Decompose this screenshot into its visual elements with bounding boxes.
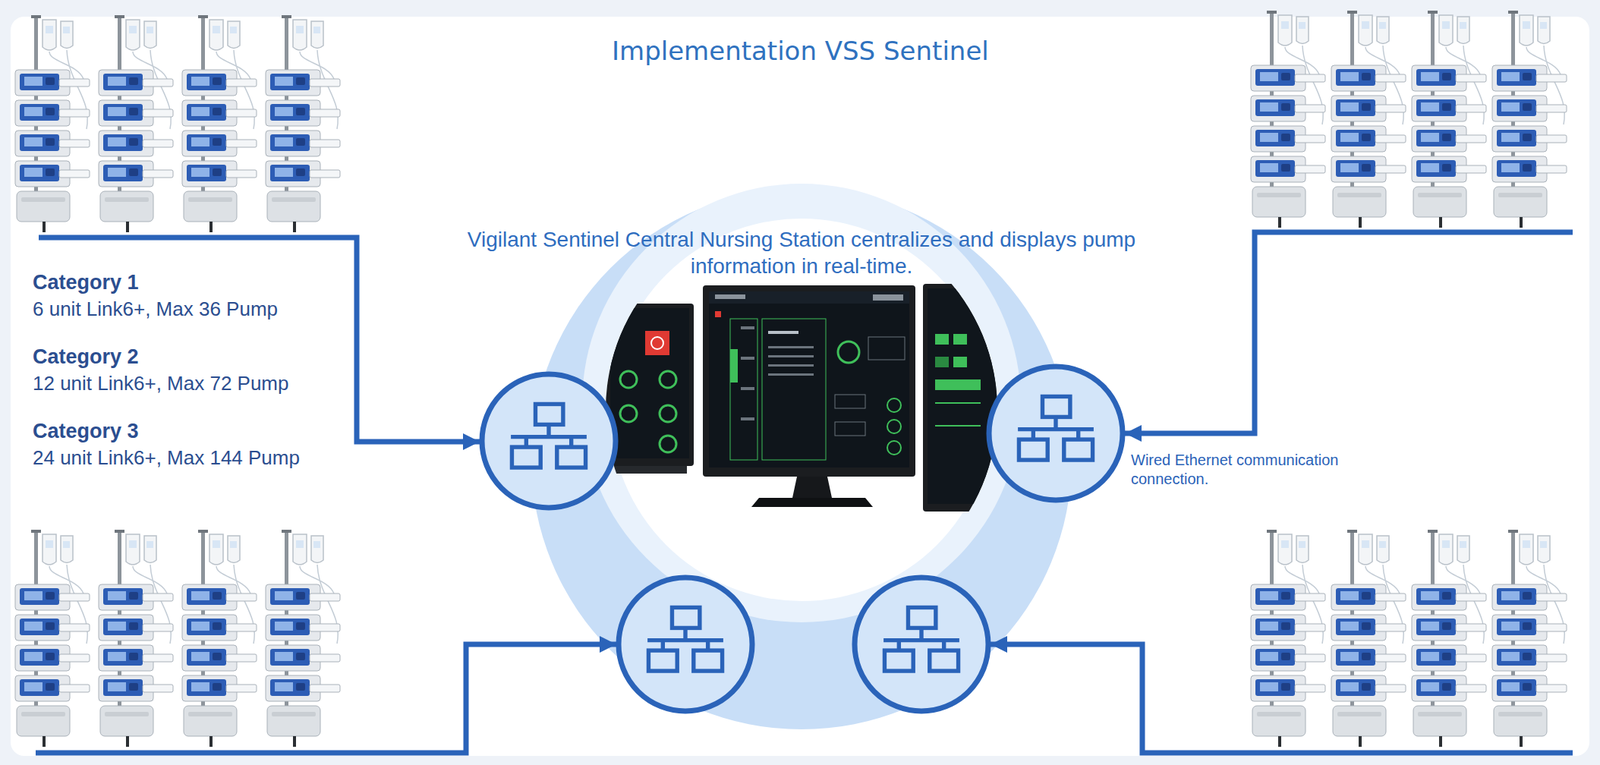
monitor [714,311,722,318]
monitor [702,285,916,477]
monitor [935,402,981,404]
monitor [740,326,755,330]
monitor [953,333,967,345]
network-switch [647,607,724,671]
network-switch [481,374,616,508]
monitor [714,294,746,300]
pump-group [98,529,174,747]
pump-group [1411,529,1487,747]
pump-group [1331,529,1406,747]
category-spec: 12 unit Link6+, Max 72 Pump [32,371,289,397]
monitor [740,387,755,391]
pump-group [15,529,341,747]
pump-group [265,529,341,747]
pump-group [15,15,341,233]
category-heading: Category 2 [32,344,139,371]
pump-group [1250,529,1326,747]
monitor-group [605,283,1007,512]
network-switch [988,366,1123,501]
network-switch [481,366,1123,712]
network-switch [510,403,587,468]
monitor [740,417,755,421]
category-heading: Category 3 [32,418,139,445]
network-switch [883,607,960,671]
monitor [834,422,866,436]
diagram-title: Implementation VSS Sentinel [611,34,989,68]
monitor [659,405,677,423]
annotation-text: Wired Ethernet communication connection. [1130,450,1367,489]
pump-group [265,15,341,233]
monitor [730,318,758,460]
network-switch [618,577,753,712]
monitor [708,291,910,304]
pump-group [1250,10,1326,228]
pump-group [1250,10,1567,228]
monitor [762,318,826,460]
monitor [872,294,904,301]
pump-group [1411,10,1487,228]
monitor [768,373,814,376]
monitor [611,466,687,474]
pump-group [1492,10,1567,228]
description-text: Vigilant Sentinel Central Nursing Statio… [429,226,1174,280]
monitor [922,283,1007,512]
monitor [768,364,814,367]
monitor [935,333,949,345]
pump-group [15,529,90,747]
monitor [620,371,637,388]
monitor [834,394,866,409]
monitor [768,330,799,334]
monitor [953,356,967,368]
monitor [935,425,981,427]
monitor [868,337,905,360]
network-switch [854,577,989,712]
network-switch [1017,396,1094,460]
monitor [659,371,677,388]
category-spec: 24 unit Link6+, Max 144 Pump [32,445,300,471]
ethernet-wire [1124,232,1573,434]
monitor [702,285,916,508]
pump-group [1492,529,1567,747]
pump-group [182,529,257,747]
pump-group [98,15,174,233]
category-spec: 6 unit Link6+, Max 36 Pump [32,296,278,322]
monitor [610,308,690,459]
monitor [887,419,901,434]
monitor [887,398,901,413]
monitor [645,330,670,356]
monitor [659,435,677,453]
monitor [922,283,1007,512]
pump-group [15,15,90,233]
pump-group [1331,10,1406,228]
monitor [837,341,860,363]
monitor [887,440,901,455]
monitor [768,355,814,358]
monitor [751,497,873,508]
monitor [605,303,694,467]
monitor [740,356,755,360]
monitor [792,476,832,498]
monitor [935,356,949,368]
category-heading: Category 1 [32,270,139,297]
monitor [935,379,981,391]
monitor [620,405,637,423]
pump-group [182,15,257,233]
monitor [730,349,738,383]
monitor [768,346,814,349]
ethernet-wire [38,237,480,442]
monitor [651,337,664,350]
monitor [605,303,694,474]
pump-group [1250,529,1567,747]
monitor [708,291,910,468]
monitor [927,288,1004,504]
